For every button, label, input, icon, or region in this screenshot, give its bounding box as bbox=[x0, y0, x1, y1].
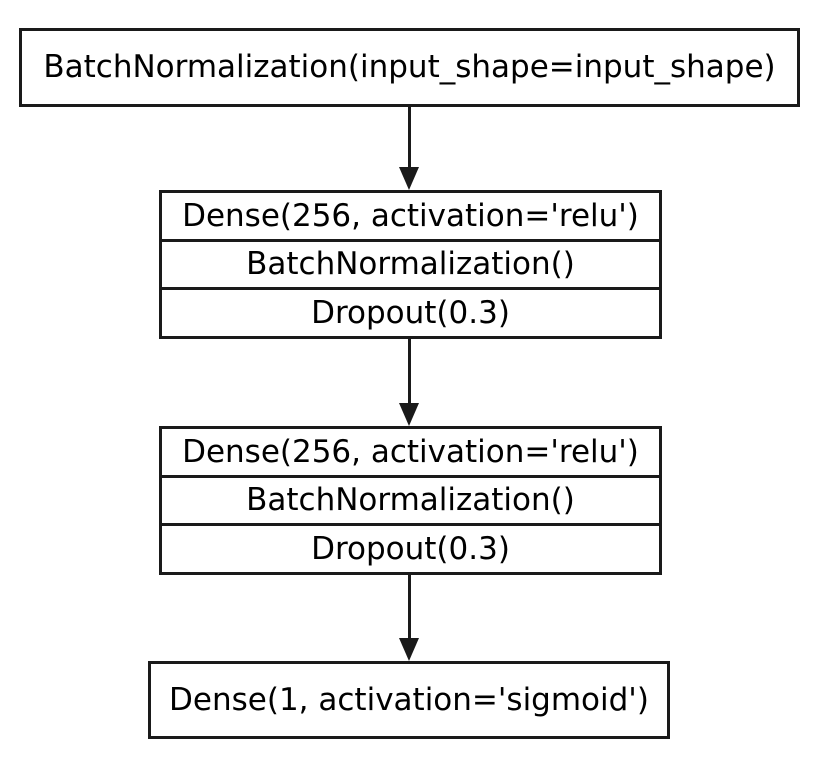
edge-line bbox=[408, 107, 411, 169]
arrow-down-icon bbox=[399, 638, 419, 661]
arrow-down-icon bbox=[399, 403, 419, 426]
edge-line bbox=[408, 339, 411, 405]
record-row: Dropout(0.3) bbox=[162, 287, 659, 336]
node-batchnorm-input: BatchNormalization(input_shape=input_sha… bbox=[19, 28, 800, 107]
record-row: BatchNormalization() bbox=[162, 238, 659, 288]
arrow-down-icon bbox=[399, 167, 419, 190]
record-row: Dense(256, activation='relu') bbox=[182, 197, 639, 234]
record-row: BatchNormalization() bbox=[162, 474, 659, 524]
node-batchnorm-input-label: BatchNormalization(input_shape=input_sha… bbox=[43, 49, 776, 86]
edge-line bbox=[408, 575, 411, 640]
node-dense-block-1: Dense(256, activation='relu') BatchNorma… bbox=[159, 190, 662, 339]
node-output-dense-label: Dense(1, activation='sigmoid') bbox=[169, 681, 649, 718]
record-row: Dropout(0.3) bbox=[162, 523, 659, 572]
record-row: Dense(256, activation='relu') bbox=[182, 433, 639, 470]
node-dense-block-2: Dense(256, activation='relu') BatchNorma… bbox=[159, 426, 662, 575]
node-output-dense: Dense(1, activation='sigmoid') bbox=[148, 661, 670, 739]
